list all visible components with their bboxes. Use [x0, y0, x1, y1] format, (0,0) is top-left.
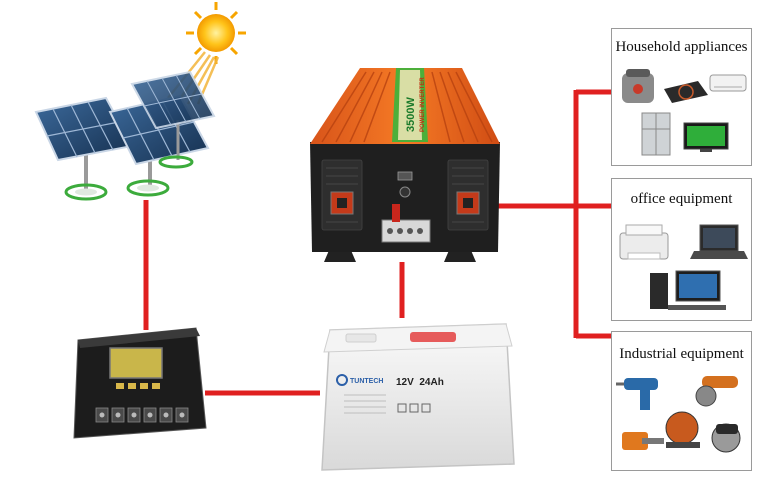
angle-grinder-icon: [695, 376, 738, 407]
power-inverter: 3500W POWER INVERTER: [310, 68, 500, 262]
power-switch-icon: [399, 186, 411, 198]
office-equipment-illustration: [619, 224, 748, 310]
inverter-rating: 3500W: [405, 97, 417, 132]
usb-port-icon: [397, 171, 413, 181]
desktop-computer-icon: [650, 270, 726, 310]
solar-panel-back: [130, 70, 216, 169]
industrial-equipment-panel: Industrial equipment: [611, 331, 752, 471]
inverter-label: POWER INVERTER: [420, 77, 426, 132]
induction-cooker-icon: [664, 81, 708, 103]
battery: TUNTECH 12V 24Ah: [321, 323, 515, 471]
solar-panels: [34, 70, 216, 201]
printer-icon: [619, 224, 669, 260]
battery-brand-logo: TUNTECH: [336, 374, 383, 386]
refrigerator-icon: [641, 112, 671, 156]
air-conditioner-icon: [709, 74, 747, 92]
office-equipment-panel: office equipment: [611, 178, 752, 321]
household-appliances-illustration: [622, 69, 747, 156]
ac-socket-icon: [330, 191, 354, 215]
sun-icon: [186, 2, 246, 64]
battery-terminal-cover: [410, 332, 456, 342]
charge-controller: [73, 327, 207, 439]
terminal-block: [381, 219, 431, 243]
laptop-icon: [690, 224, 748, 259]
control-buttons: [116, 383, 160, 389]
miter-saw-icon: [665, 411, 700, 448]
svg-text:TUNTECH: TUNTECH: [350, 378, 383, 385]
panel-title: office equipment: [630, 191, 733, 207]
power-drill-icon: [616, 378, 658, 410]
solar-panel-left: [34, 96, 134, 201]
lcd-display: [109, 347, 163, 379]
panel-title: Industrial equipment: [619, 346, 744, 362]
television-icon: [683, 122, 729, 152]
wiring: [143, 89, 611, 396]
chainsaw-icon: [622, 432, 664, 450]
battery-spec: 12V 24Ah: [396, 377, 444, 388]
circular-saw-icon: [711, 423, 741, 453]
panel-title: Household appliances: [615, 39, 748, 55]
household-appliances-panel: Household appliances: [611, 28, 752, 166]
industrial-equipment-illustration: [616, 376, 741, 453]
terminal-row: [95, 407, 189, 423]
rice-cooker-icon: [622, 69, 654, 103]
inverter-front-panel: [321, 159, 489, 243]
ac-socket-icon: [456, 191, 480, 215]
